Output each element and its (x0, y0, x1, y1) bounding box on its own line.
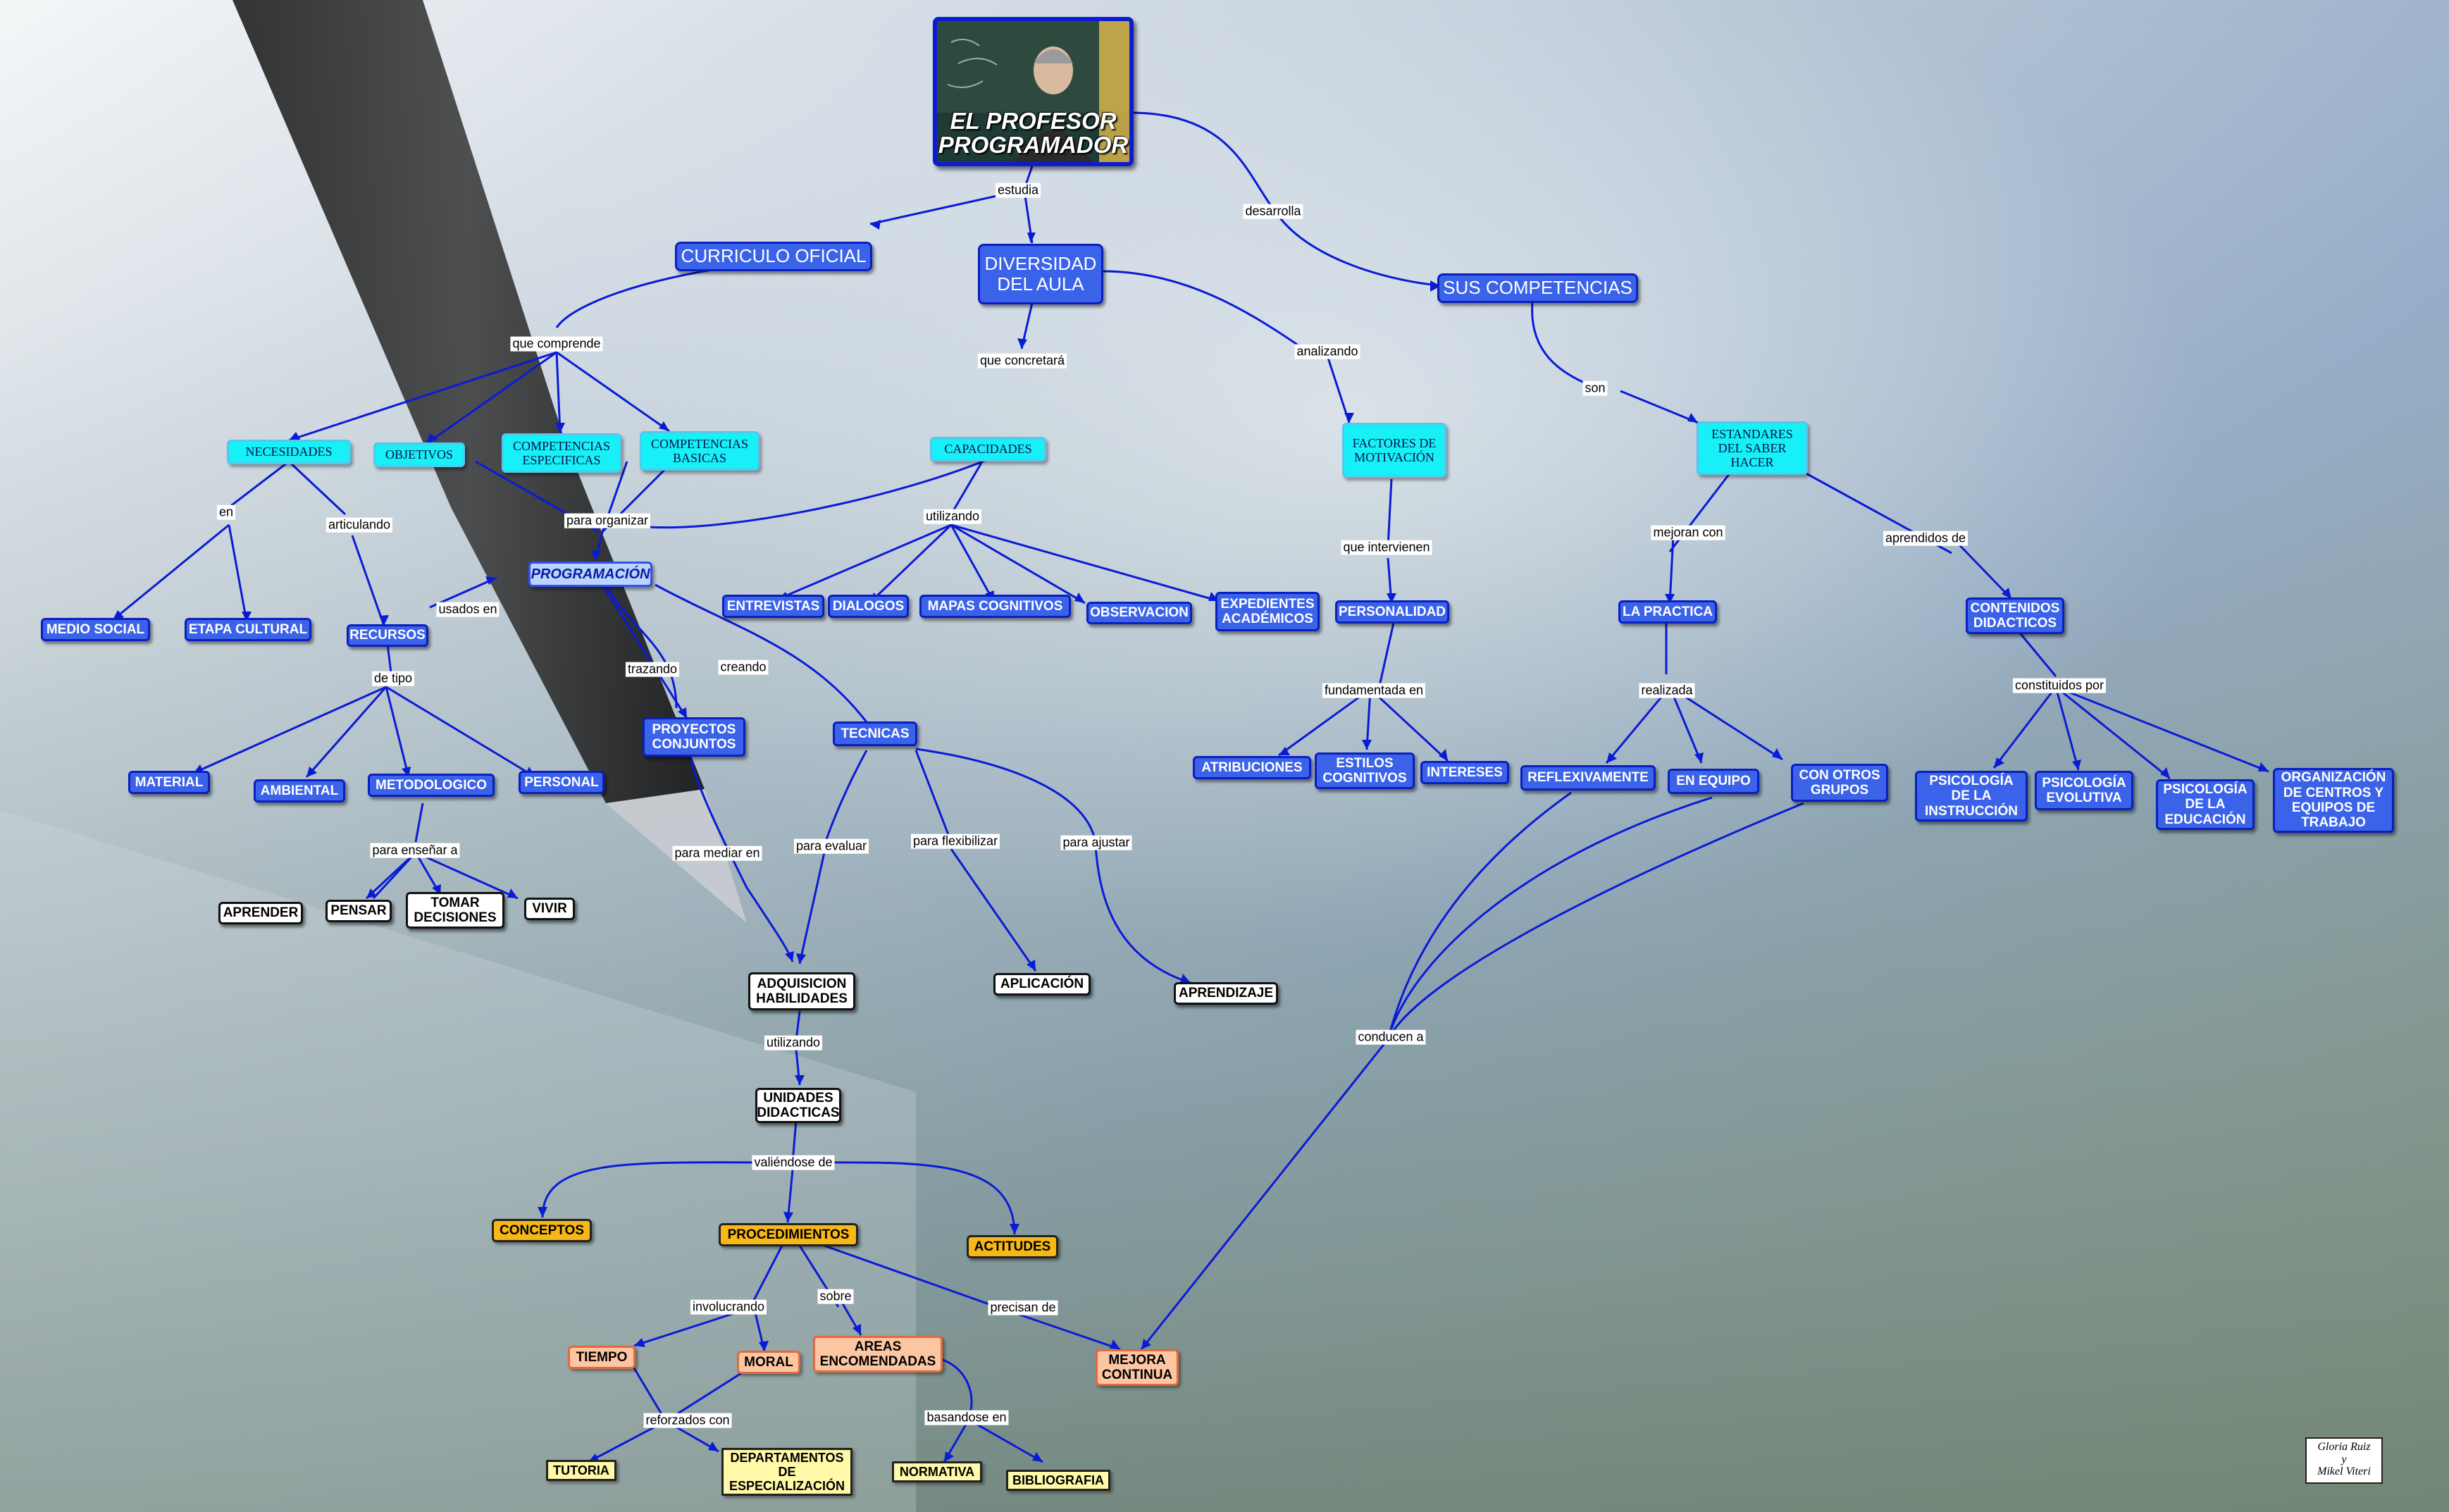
node-curriculo-oficial[interactable]: CURRICULO OFICIAL (675, 242, 872, 271)
link-label-en: en (216, 504, 236, 520)
node-ambiental[interactable]: AMBIENTAL (254, 779, 345, 803)
link-label-para-organizar: para organizar (564, 513, 651, 528)
node-aprendizaje[interactable]: APRENDIZAJE (1174, 982, 1278, 1005)
node-entrevistas[interactable]: ENTREVISTAS (722, 595, 824, 618)
link-label-valiendose-de: valiéndose de (752, 1155, 835, 1170)
node-etapa-cultural[interactable]: ETAPA CULTURAL (185, 618, 311, 641)
node-bibliografia[interactable]: BIBLIOGRAFIA (1006, 1470, 1110, 1491)
teacher-photo (937, 21, 1129, 162)
node-objetivos[interactable]: OBJETIVOS (373, 442, 465, 467)
node-material[interactable]: MATERIAL (128, 771, 210, 794)
link-label-para-ensenar-a: para enseñar a (370, 843, 460, 858)
link-label-sobre: sobre (817, 1289, 854, 1304)
link-label-conducen-a: conducen a (1356, 1029, 1426, 1045)
node-recursos[interactable]: RECURSOS (347, 624, 428, 647)
node-tecnicas[interactable]: TECNICAS (833, 721, 917, 746)
link-label-constituidos-por: constituidos por (2012, 678, 2107, 693)
link-label-precisan-de: precisan de (988, 1300, 1058, 1315)
node-tomar-decisiones[interactable]: TOMAR DECISIONES (406, 892, 504, 929)
node-competencias-especificas[interactable]: COMPETENCIAS ESPECIFICAS (502, 433, 621, 473)
link-label-para-flexibilizar: para flexibilizar (910, 834, 1000, 849)
link-label-articulando: articulando (326, 517, 393, 533)
node-actitudes[interactable]: ACTITUDES (967, 1235, 1058, 1258)
node-aplicacion[interactable]: APLICACIÓN (993, 973, 1091, 996)
node-intereses[interactable]: INTERESES (1420, 761, 1509, 784)
node-conceptos[interactable]: CONCEPTOS (492, 1219, 592, 1242)
node-normativa[interactable]: NORMATIVA (892, 1461, 982, 1482)
node-psicologia-de-la-educacion[interactable]: PSICOLOGÍA DE LA EDUCACIÓN (2156, 779, 2255, 830)
node-capacidades[interactable]: CAPACIDADES (930, 437, 1046, 461)
link-label-realizada: realizada (1639, 683, 1695, 698)
link-label-analizando: analizando (1294, 344, 1360, 359)
node-factores-de-motivacion[interactable]: FACTORES DE MOTIVACIÓN (1342, 423, 1446, 478)
node-expedientes-academicos[interactable]: EXPEDIENTES ACADÉMICOS (1215, 592, 1320, 631)
node-dialogos[interactable]: DIALOGOS (828, 595, 909, 618)
link-label-de-tipo: de tipo (371, 671, 415, 686)
node-departamentos-de-especializacion[interactable]: DEPARTAMENTOS DE ESPECIALIZACIÓN (721, 1448, 852, 1496)
link-label-que-concretara: que concretará (977, 353, 1067, 368)
link-label-son: son (1582, 380, 1608, 396)
node-la-practica[interactable]: LA PRACTICA (1618, 600, 1717, 624)
link-label-desarrolla: desarrolla (1243, 204, 1303, 219)
credits-line-3: Mikel Viteri (2317, 1465, 2371, 1478)
link-label-que-comprende: que comprende (510, 336, 603, 352)
link-label-basandose-en: basandose en (924, 1410, 1009, 1425)
node-observacion[interactable]: OBSERVACION (1086, 602, 1192, 624)
link-label-para-mediar-en: para mediar en (672, 845, 762, 861)
node-vivir[interactable]: VIVIR (524, 898, 575, 920)
node-psicologia-de-la-instruccion[interactable]: PSICOLOGÍA DE LA INSTRUCCIÓN (1915, 771, 2028, 822)
node-psicologia-evolutiva[interactable]: PSICOLOGÍA EVOLUTIVA (2035, 771, 2133, 810)
node-unidades-didacticas[interactable]: UNIDADES DIDACTICAS (755, 1088, 841, 1123)
node-organizacion-de-centros[interactable]: ORGANIZACIÓN DE CENTROS Y EQUIPOS DE TRA… (2273, 768, 2394, 833)
link-label-creando: creando (718, 659, 769, 675)
node-competencias-basicas[interactable]: COMPETENCIAS BASICAS (640, 431, 760, 471)
node-reflexivamente[interactable]: REFLEXIVAMENTE (1520, 765, 1656, 791)
node-aprender[interactable]: APRENDER (218, 902, 303, 924)
node-adquisicion-habilidades[interactable]: ADQUISICION HABILIDADES (748, 972, 855, 1010)
node-contenidos-didacticos[interactable]: CONTENIDOS DIDACTICOS (1966, 597, 2064, 634)
node-medio-social[interactable]: MEDIO SOCIAL (41, 618, 150, 641)
node-proyectos-conjuntos[interactable]: PROYECTOS CONJUNTOS (643, 717, 745, 757)
credits-line-1: Gloria Ruiz (2317, 1441, 2371, 1453)
node-estandares-del-saber-hacer[interactable]: ESTANDARES DEL SABER HACER (1697, 421, 1808, 475)
link-label-fundamentada-en: fundamentada en (1322, 683, 1426, 698)
link-label-utilizando-capacidades: utilizando (923, 509, 982, 524)
node-personal[interactable]: PERSONAL (519, 771, 604, 794)
link-label-utilizando-adquisicion: utilizando (764, 1035, 823, 1051)
node-areas-encomendadas[interactable]: AREAS ENCOMENDADAS (813, 1336, 943, 1372)
node-con-otros-grupos[interactable]: CON OTROS GRUPOS (1791, 764, 1888, 802)
root-title: EL PROFESOR PROGRAMADOR (938, 107, 1129, 159)
node-programacion[interactable]: PROGRAMACIÓN (528, 562, 652, 587)
root-node-el-profesor-programador[interactable]: EL PROFESOR PROGRAMADOR (933, 17, 1134, 166)
node-mapas-cognitivos[interactable]: MAPAS COGNITIVOS (919, 595, 1071, 618)
node-tutoria[interactable]: TUTORIA (546, 1460, 616, 1481)
node-tiempo[interactable]: TIEMPO (568, 1346, 636, 1369)
link-label-estudia: estudia (995, 182, 1041, 198)
node-procedimientos[interactable]: PROCEDIMIENTOS (719, 1223, 858, 1246)
node-pensar[interactable]: PENSAR (326, 900, 392, 922)
link-label-usados-en: usados en (436, 602, 500, 617)
credits-line-2: y (2341, 1453, 2347, 1465)
node-moral[interactable]: MORAL (737, 1351, 800, 1374)
node-necesidades[interactable]: NECESIDADES (227, 440, 351, 464)
link-label-que-intervienen: que intervienen (1341, 540, 1432, 555)
link-label-mejoran-con: mejoran con (1651, 525, 1725, 540)
node-estilos-cognitivos[interactable]: ESTILOS COGNITIVOS (1315, 752, 1415, 789)
node-metodologico[interactable]: METODOLOGICO (368, 774, 495, 797)
node-sus-competencias[interactable]: SUS COMPETENCIAS (1437, 273, 1638, 303)
node-mejora-continua[interactable]: MEJORA CONTINUA (1096, 1349, 1179, 1386)
link-label-aprendidos-de: aprendidos de (1883, 531, 1968, 546)
link-label-trazando: trazando (625, 662, 680, 677)
author-credits: Gloria Ruiz y Mikel Viteri (2305, 1437, 2383, 1484)
link-label-para-evaluar: para evaluar (793, 838, 869, 854)
link-label-involucrando: involucrando (690, 1299, 767, 1315)
node-en-equipo[interactable]: EN EQUIPO (1668, 769, 1759, 794)
node-diversidad-del-aula[interactable]: DIVERSIDAD DEL AULA (978, 244, 1103, 304)
link-label-reforzados-con: reforzados con (643, 1413, 732, 1428)
link-label-para-ajustar: para ajustar (1060, 835, 1132, 850)
node-atribuciones[interactable]: ATRIBUCIONES (1193, 756, 1311, 779)
node-personalidad[interactable]: PERSONALIDAD (1335, 600, 1449, 624)
